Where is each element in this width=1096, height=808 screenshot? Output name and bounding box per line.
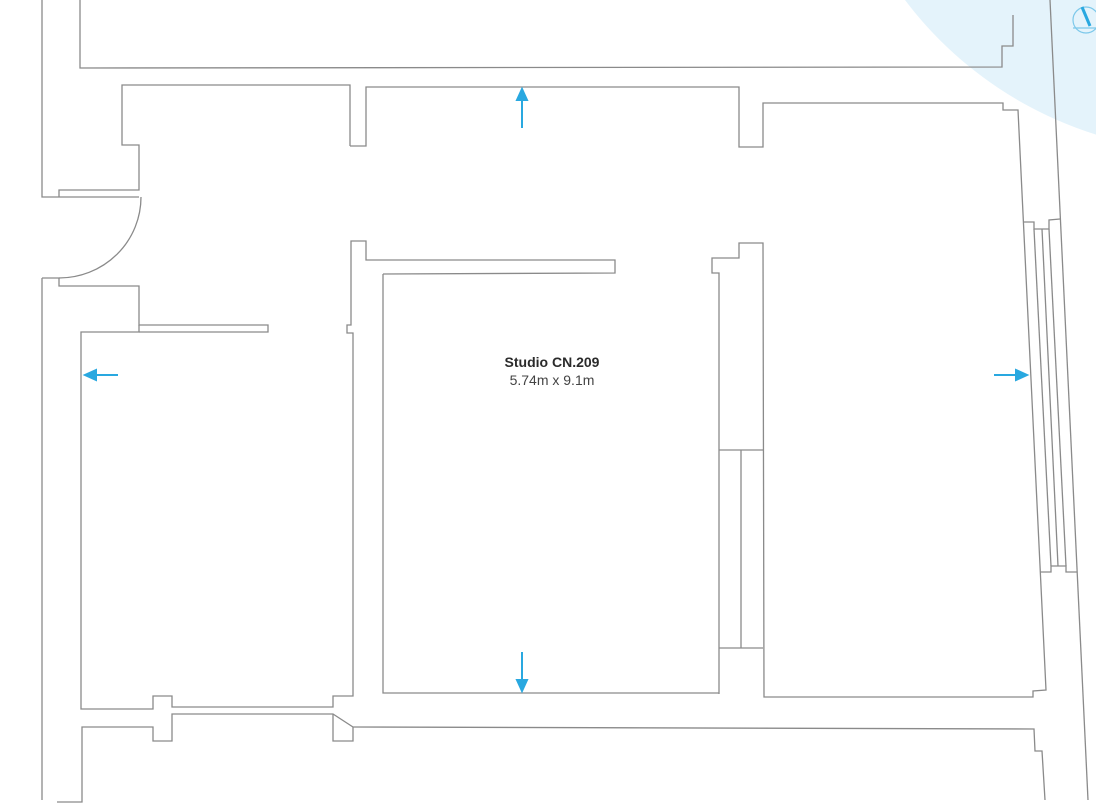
walls [41, 0, 1089, 803]
door-swing [58, 196, 142, 279]
room-name: Studio CN.209 [504, 354, 600, 370]
arrow-down-icon [515, 652, 529, 694]
north-compass-icon [1072, 6, 1096, 34]
arrow-up-icon [515, 86, 529, 128]
room-dimensions: 5.74m x 9.1m [509, 372, 595, 388]
arrow-right-icon [994, 368, 1030, 382]
arrow-left-icon [82, 368, 118, 382]
